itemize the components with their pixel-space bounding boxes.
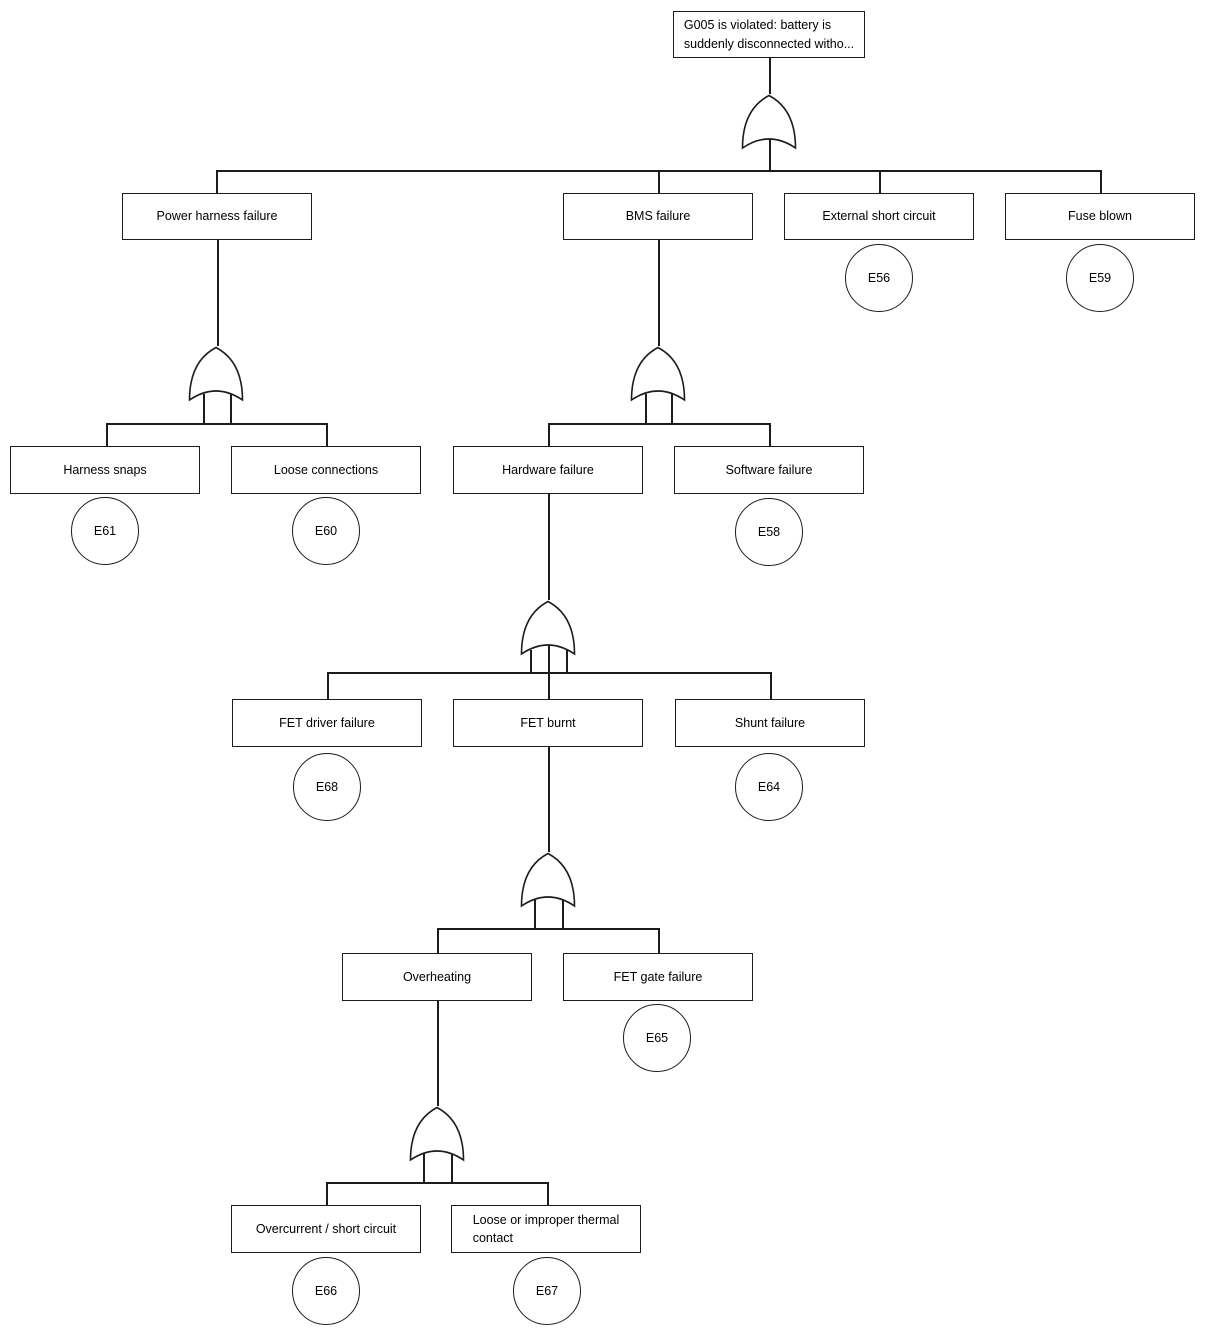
node-label: Hardware failure [502,462,594,477]
event-label: E66 [314,1284,338,1298]
connector [327,672,771,674]
event-label: E68 [315,780,339,794]
connector [770,672,772,699]
connector [658,240,660,346]
node-power-harness-failure: Power harness failure [122,193,312,240]
node-hardware-failure: Hardware failure [453,446,643,494]
event-circle-e64: E64 [735,753,803,821]
event-label: E59 [1088,271,1112,285]
node-root: G005 is violated: battery is suddenly di… [673,11,865,58]
connector [548,494,550,600]
connector [547,1182,549,1205]
node-label: Shunt failure [734,715,806,730]
node-label: External short circuit [822,209,936,224]
node-bms-failure: BMS failure [563,193,753,240]
node-software-failure: Software failure [674,446,864,494]
connector [437,928,659,930]
connector [1100,170,1102,193]
node-harness-snaps: Harness snaps [10,446,200,494]
connector [530,650,532,672]
node-label: FET burnt [520,715,576,730]
connector [562,900,564,928]
event-circle-e56: E56 [845,244,913,312]
node-label: FET gate failure [613,969,703,984]
connector [769,139,771,170]
connector [645,394,647,423]
node-label: Software failure [725,462,813,477]
node-fet-burnt: FET burnt [453,699,643,747]
event-circle-e60: E60 [292,497,360,565]
event-label: E61 [93,524,117,538]
connector [203,394,205,423]
node-label: FET driver failure [279,715,375,730]
event-label: E64 [757,780,781,794]
node-shunt-failure: Shunt failure [675,699,865,747]
connector [548,423,550,446]
node-fuse-blown: Fuse blown [1005,193,1195,240]
connector [106,423,108,446]
event-circle-e68: E68 [293,753,361,821]
connector [437,928,439,953]
node-label: Harness snaps [63,462,147,477]
connector [769,423,771,446]
connector [566,650,568,672]
or-gate-icon [520,600,576,656]
connector [106,423,327,425]
or-gate-icon [409,1106,465,1162]
or-gate-icon [741,94,797,150]
node-label: Loose or improper thermal contact [472,1212,620,1245]
node-label: Overcurrent / short circuit [255,1221,397,1236]
event-circle-e61: E61 [71,497,139,565]
or-gate-icon [188,346,244,402]
or-gate-icon [630,346,686,402]
connector [769,58,771,94]
event-circle-e65: E65 [623,1004,691,1072]
node-loose-connections: Loose connections [231,446,421,494]
connector [879,170,881,193]
connector [326,1182,328,1205]
connector [658,170,660,193]
or-gate-icon [520,852,576,908]
connector [326,1182,548,1184]
connector [534,900,536,928]
connector [327,672,329,699]
event-label: E60 [314,524,338,538]
node-label: Fuse blown [1068,209,1132,224]
connector [548,423,770,425]
connector [216,170,218,193]
event-label: E56 [867,271,891,285]
connector [451,1154,453,1182]
event-circle-e67: E67 [513,1257,581,1325]
connector [326,423,328,446]
node-fet-driver-failure: FET driver failure [232,699,422,747]
node-fet-gate-failure: FET gate failure [563,953,753,1001]
event-circle-e66: E66 [292,1257,360,1325]
node-label: G005 is violated: battery is suddenly di… [683,18,855,51]
node-external-short-circuit: External short circuit [784,193,974,240]
node-overcurrent-short-circuit: Overcurrent / short circuit [231,1205,421,1253]
event-label: E58 [757,525,781,539]
connector [548,747,550,852]
node-label: Power harness failure [156,209,278,224]
event-label: E65 [645,1031,669,1045]
node-overheating: Overheating [342,953,532,1001]
connector [217,240,219,346]
node-label: Overheating [402,969,472,984]
event-circle-e59: E59 [1066,244,1134,312]
event-circle-e58: E58 [735,498,803,566]
node-loose-improper-thermal-contact: Loose or improper thermal contact [451,1205,641,1253]
connector [437,1000,439,1106]
connector [230,394,232,423]
connector [658,928,660,953]
connector [671,394,673,423]
node-label: Loose connections [273,462,379,477]
event-label: E67 [535,1284,559,1298]
node-label: BMS failure [625,209,691,224]
connector [423,1154,425,1182]
